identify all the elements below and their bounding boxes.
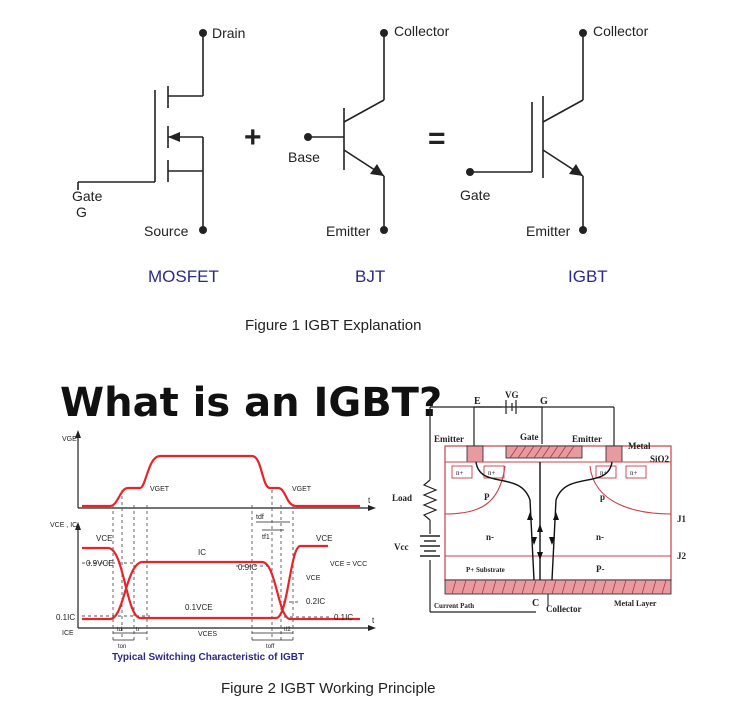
metal-layer-label: Metal Layer (614, 599, 657, 608)
plus-sign: + (244, 121, 262, 154)
switching-chart: VGE VGET VGET VCE , IC VCE 0.9VCE IC 0.9… (50, 430, 376, 663)
vce-right-label: VCE (316, 534, 332, 543)
vget-right-label: VGET (292, 486, 312, 493)
vce-left-label: VCE (96, 534, 112, 543)
gate-label-structure: Gate (520, 432, 539, 442)
p-right-label: p (600, 492, 605, 502)
emitter-left-label: Emitter (434, 434, 464, 444)
two-ic-label: 0.2IC (306, 597, 325, 606)
ice-label: ICE (62, 630, 74, 637)
drain-terminal (199, 29, 207, 37)
figure2-caption: Figure 2 IGBT Working Principle (221, 680, 436, 697)
ic-label: IC (198, 548, 206, 557)
gate-label-igbt: Gate (460, 187, 491, 203)
p-substrate-label: P+ Substrate (466, 566, 505, 574)
emitter-label-igbt: Emitter (526, 223, 571, 239)
vcc-label: Vcc (394, 542, 409, 552)
collector-label-structure: Collector (546, 604, 581, 614)
n-minus-left: n- (486, 532, 494, 542)
j2-label: J2 (677, 551, 687, 561)
gate-terminal-igbt (466, 168, 474, 176)
emitter-terminal-igbt (579, 226, 587, 234)
vg-label: VG (505, 390, 519, 400)
switching-chart-caption: Typical Switching Characteristic of IGBT (112, 652, 304, 663)
one-ic-right-label: 0.1IC (334, 613, 353, 622)
source-terminal (199, 226, 207, 234)
gate-label-mosfet: Gate (72, 188, 103, 204)
vget-left-label: VGET (150, 486, 170, 493)
igbt-name: IGBT (568, 267, 608, 286)
n-plus-4: n+ (630, 469, 638, 477)
bjt-symbol (308, 33, 385, 230)
load-label: Load (392, 493, 412, 503)
tf2-label: tf2 (284, 627, 291, 633)
current-path-label: Current Path (434, 602, 474, 610)
igbt-arrow (569, 164, 583, 176)
vce-ic-axis-label: VCE , IC (50, 522, 77, 529)
mosfet-arrow (168, 132, 180, 142)
g-label: G (540, 396, 548, 407)
tr-label: tr (136, 627, 140, 633)
drain-label: Drain (212, 25, 245, 41)
c-label: C (532, 598, 539, 609)
p-minus-label: P- (596, 564, 605, 574)
one-vce-label: 0.1VCE (185, 603, 213, 612)
vce-eq-label: VCE = VCC (330, 561, 367, 568)
toff-label: toff (266, 644, 275, 650)
collector-label-igbt: Collector (593, 23, 649, 39)
headline: What is an IGBT? (60, 380, 442, 426)
gate-g-label: G (76, 204, 87, 220)
nine-ic-label: 0.9IC (238, 563, 257, 572)
mosfet-name: MOSFET (148, 267, 219, 286)
ton-label: ton (118, 644, 126, 650)
base-terminal (304, 133, 312, 141)
n-plus-1: n+ (456, 469, 464, 477)
t-axis-top: t (368, 496, 371, 505)
vces-label: VCES (198, 631, 217, 638)
source-label: Source (144, 223, 189, 239)
sio2-label: SiO2 (650, 454, 670, 464)
tdf-label: tdf (256, 514, 264, 521)
nine-vce-label: 0.9VCE (86, 559, 114, 568)
igbt-structure: E VG G Emitter Gate Emitter Metal SiO2 L… (392, 390, 687, 614)
tf1-label: tf1 (262, 534, 270, 541)
metal-label: Metal (628, 441, 651, 451)
collector-terminal-igbt (579, 29, 587, 37)
p-left-label: P (484, 492, 490, 502)
vce-mid-label: VCE (306, 575, 321, 582)
e-label: E (474, 396, 481, 407)
emitter-label-bjt: Emitter (326, 223, 371, 239)
j1-label: J1 (677, 514, 687, 524)
n-minus-right: n- (596, 532, 604, 542)
bjt-arrow (370, 164, 384, 176)
equals-sign: = (428, 122, 446, 155)
emitter-terminal-bjt (380, 226, 388, 234)
emitter-right-label: Emitter (572, 434, 602, 444)
vge-axis-label: VGE (62, 436, 77, 443)
base-label: Base (288, 149, 320, 165)
td-label: td (117, 627, 122, 633)
t-axis-bottom: t (372, 616, 375, 625)
collector-label-bjt: Collector (394, 23, 450, 39)
n-plus-3: n+ (600, 469, 608, 477)
bjt-name: BJT (355, 267, 385, 286)
one-ic-left-label: 0.1IC (56, 613, 75, 622)
collector-terminal-bjt (380, 29, 388, 37)
n-plus-2: n+ (488, 469, 496, 477)
figure1-caption: Figure 1 IGBT Explanation (245, 317, 421, 334)
